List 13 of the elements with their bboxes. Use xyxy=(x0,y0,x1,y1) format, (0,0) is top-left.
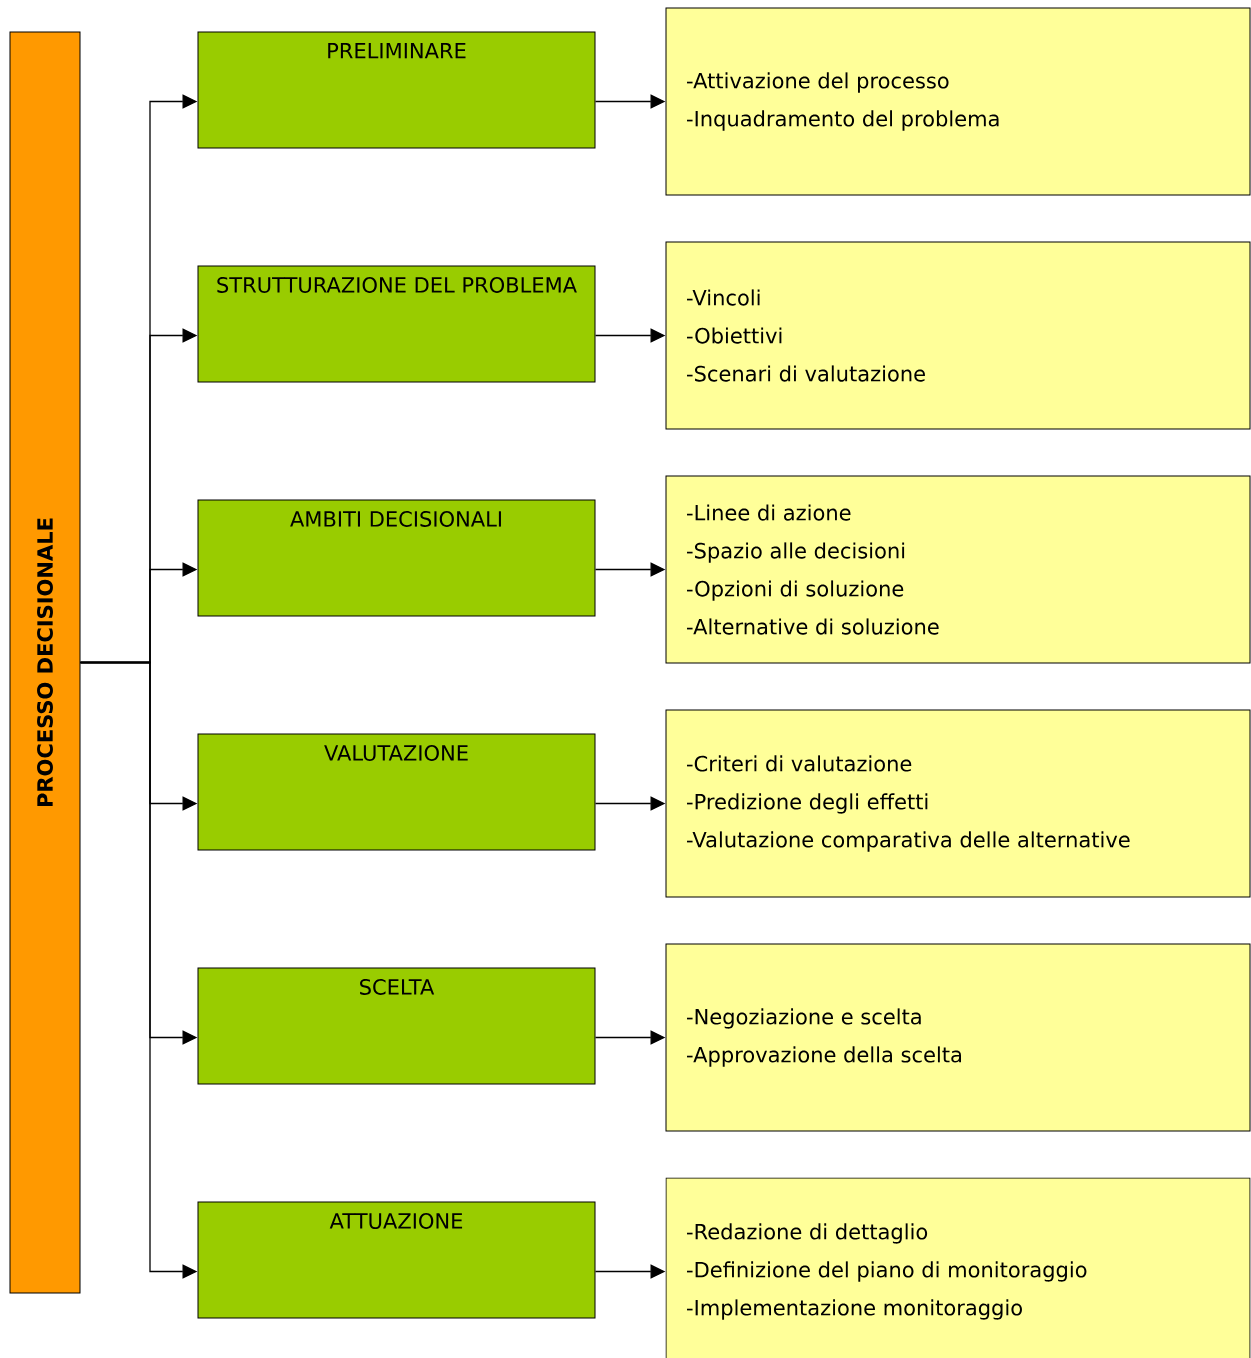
stage-box: SCELTA xyxy=(197,967,596,1085)
stage-box: ATTUAZIONE xyxy=(197,1201,596,1319)
detail-box: -Attivazione del processo -Inquadramento del problema xyxy=(665,7,1251,196)
stage-box: STRUTTURAZIONE DEL PROBLEMA xyxy=(197,265,596,383)
detail-box: -Vincoli -Obiettivi -Scenari di valutazione xyxy=(665,241,1251,430)
detail-box: -Criteri di valutazione -Predizione degli effetti -Valutazione comparativa delle alternative xyxy=(665,709,1251,898)
detail-box: -Negoziazione e scelta -Approvazione della scelta xyxy=(665,943,1251,1132)
stage-box: VALUTAZIONE xyxy=(197,733,596,851)
detail-box: -Redazione di dettaglio -Definizione del piano di monitoraggio -Implementazione monitoraggio xyxy=(665,1177,1251,1358)
stage-box: AMBITI DECISIONALI xyxy=(197,499,596,617)
detail-box: -Linee di azione -Spazio alle decisioni -Opzioni di soluzione -Alternative di soluzione xyxy=(665,475,1251,664)
vertical-bar: PROCESSO DECISIONALE xyxy=(9,31,81,1294)
stage-box: PRELIMINARE xyxy=(197,31,596,149)
